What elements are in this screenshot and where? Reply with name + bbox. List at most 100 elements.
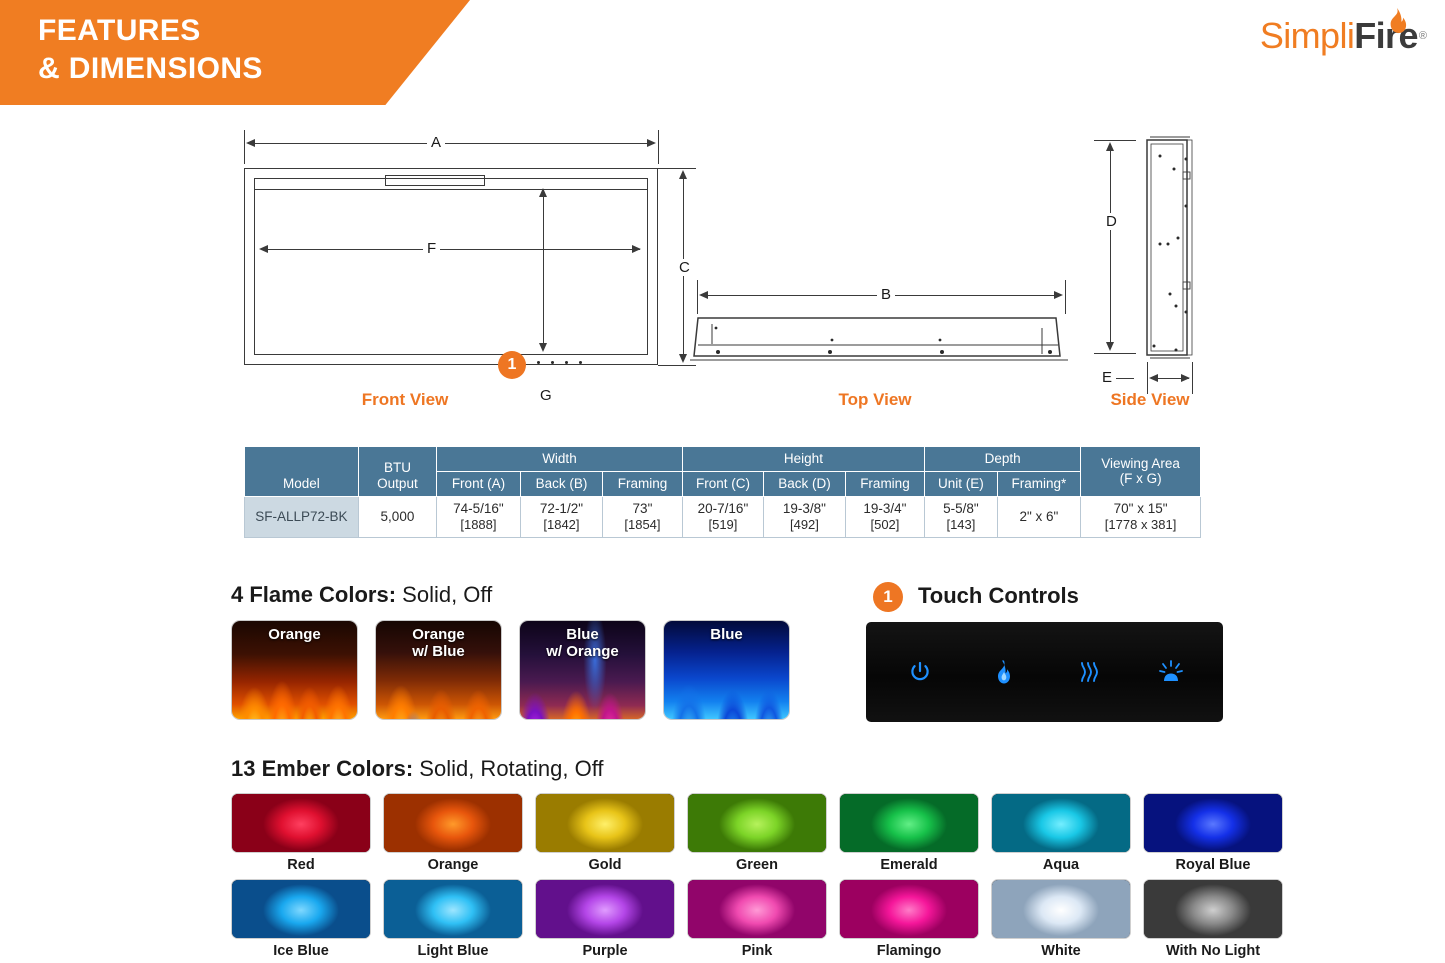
touch-controls-title-text: Touch Controls xyxy=(918,583,1079,608)
dim-label-d: D xyxy=(1102,213,1121,230)
value-inches: 19-3/4" xyxy=(863,500,907,516)
flame-label-line2: w/ Orange xyxy=(546,642,619,660)
ember-gradient xyxy=(1144,794,1282,852)
value-inches: 19-3/8" xyxy=(782,500,826,516)
dim-label-c: C xyxy=(675,259,694,276)
flame-gradient xyxy=(376,621,501,719)
col-header-height-front: Front (C) xyxy=(681,470,765,497)
btu-label-line2: Output xyxy=(377,475,418,491)
value-inches: 74-5/16" xyxy=(453,500,504,516)
flame-icon xyxy=(1390,8,1406,33)
table-row: SF-ALLP72-BK 5,000 74-5/16" [1888] 72-1/… xyxy=(244,495,1201,539)
col-header-depth-unit: Unit (E) xyxy=(924,470,998,497)
cell-width-framing: 73" [1854] xyxy=(602,495,683,539)
ember-gradient xyxy=(840,880,978,938)
ember-gradient xyxy=(688,794,826,852)
flame-swatch-orange: Orange xyxy=(231,620,358,720)
value-inches: 20-7/16" xyxy=(697,500,749,516)
ember-label: Flamingo xyxy=(876,943,942,959)
flame-label-line1: Orange xyxy=(268,626,321,643)
flame-gradient xyxy=(232,621,357,719)
flame-label-line2: w/ Blue xyxy=(412,642,465,660)
ember-swatch-aqua xyxy=(991,793,1131,853)
col-header-model: Model xyxy=(244,446,359,497)
value-mm: [1854] xyxy=(624,517,661,533)
cell-width-back: 72-1/2" [1842] xyxy=(519,495,604,539)
touch-controls-title: Touch Controls xyxy=(918,583,1079,609)
value-mm: [1842] xyxy=(543,517,580,533)
header-title-line2: & DIMENSIONS xyxy=(38,52,263,86)
ember-swatch-flamingo xyxy=(839,879,979,939)
ember-heading-rest: Solid, Rotating, Off xyxy=(413,756,604,781)
dim-label-e: E xyxy=(1098,369,1117,386)
header-title-line1: FEATURES xyxy=(38,14,201,47)
power-icon[interactable] xyxy=(908,660,932,684)
flame-heading-bold: 4 Flame Colors: xyxy=(231,582,397,607)
col-header-width-framing: Framing xyxy=(602,470,683,497)
ember-gradient xyxy=(232,880,370,938)
ember-swatch-with-no-light xyxy=(1143,879,1283,939)
cell-depth-framing: 2" x 6" xyxy=(996,495,1082,539)
ember-gradient xyxy=(536,880,674,938)
logo-text-fire: Fire xyxy=(1354,15,1418,56)
ember-label: Purple xyxy=(582,943,628,959)
flame-heading-rest: Solid, Off xyxy=(396,582,493,607)
cell-model: SF-ALLP72-BK xyxy=(244,495,359,539)
ember-swatch-emerald xyxy=(839,793,979,853)
ember-gradient xyxy=(536,794,674,852)
ember-swatch-red xyxy=(231,793,371,853)
cell-height-back: 19-3/8" [492] xyxy=(763,495,846,539)
ember-swatch-pink xyxy=(687,879,827,939)
ember-label: Light Blue xyxy=(417,943,489,959)
ember-swatch-light-blue xyxy=(383,879,523,939)
viewing-area-line2: (F x G) xyxy=(1119,471,1162,487)
value-mm: [519] xyxy=(708,517,738,533)
col-group-height: Height xyxy=(681,446,926,472)
ember-swatch-royal-blue xyxy=(1143,793,1283,853)
ember-gradient xyxy=(384,880,522,938)
value-inches: 5-5/8" xyxy=(943,500,979,516)
col-header-btu-output: BTU Output xyxy=(357,446,438,497)
ember-swatch-purple xyxy=(535,879,675,939)
ember-label: Royal Blue xyxy=(1175,857,1251,873)
ember-swatch-gold xyxy=(535,793,675,853)
value-mm: [502] xyxy=(870,517,900,533)
flame-label: Blue xyxy=(664,626,789,644)
ember-swatch-white xyxy=(991,879,1131,939)
ember-colors-heading: 13 Ember Colors: Solid, Rotating, Off xyxy=(231,756,604,782)
flame-icon[interactable] xyxy=(992,659,1016,685)
value-mm: [492] xyxy=(789,517,819,533)
viewing-area-line1: Viewing Area xyxy=(1101,455,1180,471)
cell-viewing-area: 70" x 15" [1778 x 381] xyxy=(1080,495,1201,539)
ember-swatch-green xyxy=(687,793,827,853)
flame-label: Orange w/ Blue xyxy=(376,626,501,661)
heat-waves-icon[interactable] xyxy=(1076,661,1100,683)
flame-label-line1: Orange xyxy=(412,626,465,643)
dim-label-b: B xyxy=(877,286,896,303)
cell-height-framing: 19-3/4" [502] xyxy=(844,495,926,539)
top-view-body xyxy=(690,317,1068,361)
ember-label: Aqua xyxy=(1042,857,1080,873)
header-banner: FEATURES & DIMENSIONS xyxy=(0,0,470,105)
dim-label-g: G xyxy=(536,387,556,404)
value-mm: [143] xyxy=(946,517,976,533)
cell-width-front: 74-5/16" [1888] xyxy=(436,495,521,539)
logo-registered-mark: ® xyxy=(1418,30,1427,42)
ember-light-icon[interactable] xyxy=(1158,660,1184,684)
value-mm: [1778 x 381] xyxy=(1104,517,1177,533)
side-view-label: Side View xyxy=(1110,390,1190,409)
dim-label-a: A xyxy=(427,134,446,151)
col-header-viewing-area: Viewing Area (F x G) xyxy=(1080,446,1201,497)
col-group-width: Width xyxy=(436,446,683,472)
value-mm: [1888] xyxy=(460,517,497,533)
flame-swatch-blue: Blue xyxy=(663,620,790,720)
ember-label: With No Light xyxy=(1165,943,1261,959)
col-header-width-front: Front (A) xyxy=(436,470,521,497)
ember-gradient xyxy=(384,794,522,852)
ember-label: Ice Blue xyxy=(273,943,329,959)
ember-label: Orange xyxy=(427,857,479,873)
ember-label: Pink xyxy=(741,943,773,959)
ember-gradient xyxy=(840,794,978,852)
ember-label: Gold xyxy=(588,857,622,873)
